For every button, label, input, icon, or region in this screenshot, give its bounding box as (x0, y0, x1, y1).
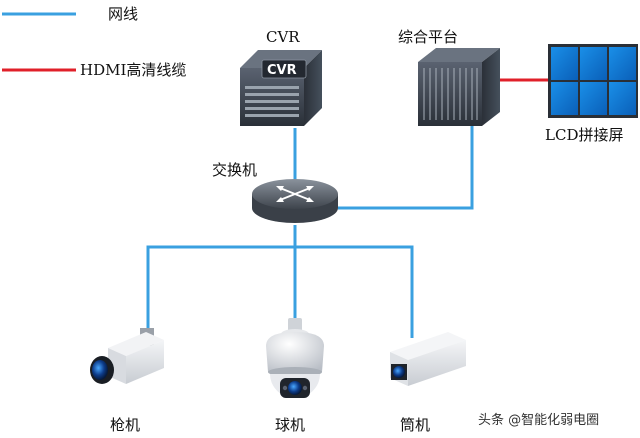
platform-device: 综合平台 (398, 28, 500, 126)
gun-camera: 枪机 (90, 328, 164, 434)
watermark: 头条 @智能化弱电圈 (478, 412, 599, 428)
cvr-side-face (304, 50, 322, 126)
lcd-wall: LCD拼接屏 (545, 44, 638, 144)
tube-camera-label: 筒机 (400, 416, 430, 434)
switch-label: 交换机 (212, 161, 257, 179)
tube-camera-top (390, 332, 466, 360)
platform-label: 综合平台 (398, 28, 458, 46)
legend-item-hdmi: HDMI高清线缆 (2, 61, 186, 79)
legend: 网线 HDMI高清线缆 (2, 5, 186, 79)
lcd-label: LCD拼接屏 (545, 126, 623, 144)
legend-item-network: 网线 (2, 5, 138, 23)
platform-front-face (418, 62, 482, 126)
cvr-badge-text: CVR (267, 63, 297, 78)
platform-side-face (482, 48, 500, 126)
dome-camera-lens-icon (288, 381, 302, 395)
switch-device: 交换机 (212, 161, 338, 223)
dome-camera-ir-left (282, 385, 288, 391)
dome-camera-label: 球机 (275, 416, 305, 434)
cvr-badge-plate (261, 59, 307, 79)
tube-camera: 筒机 (390, 332, 466, 434)
dome-camera-ir-right (302, 385, 308, 391)
lcd-panels (551, 47, 636, 115)
legend-network-label: 网线 (108, 5, 138, 23)
dome-camera: 球机 (266, 318, 324, 434)
tube-camera-lens-icon (393, 366, 405, 378)
cvr-drive-bays (245, 86, 299, 117)
gun-camera-lens-icon (92, 360, 108, 380)
cvr-device: CVR CVR (240, 28, 322, 126)
gun-camera-side (126, 340, 164, 384)
legend-hdmi-label: HDMI高清线缆 (80, 61, 186, 79)
platform-top-face (418, 48, 500, 62)
platform-slots (423, 68, 478, 120)
cvr-label: CVR (266, 28, 300, 46)
tube-camera-side (408, 340, 466, 386)
switch-arrows-icon (276, 186, 314, 202)
dome-camera-housing (266, 332, 324, 372)
link-switch-cameras (146, 245, 414, 338)
gun-camera-label: 枪机 (110, 416, 140, 434)
link-platform-switch (338, 122, 474, 210)
gun-camera-top (108, 332, 164, 356)
cables (146, 78, 550, 338)
